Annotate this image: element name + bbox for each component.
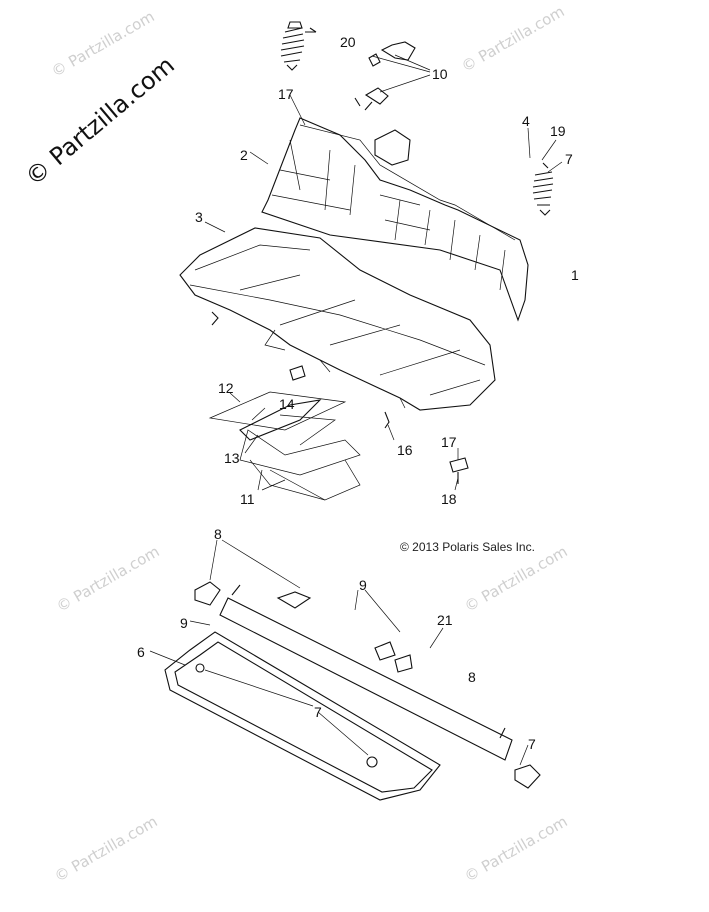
callout-1: 1 (571, 267, 579, 283)
callout-19: 19 (550, 123, 566, 139)
callout-15: 17 (278, 86, 294, 102)
callout-4: 4 (522, 113, 530, 129)
callout-17: 17 (441, 434, 457, 450)
callout-20: 20 (340, 34, 356, 50)
callout-21: 21 (437, 612, 453, 628)
leader-lines (149, 54, 563, 766)
copyright-text: © 2013 Polaris Sales Inc. (400, 540, 535, 554)
small-parts (211, 311, 469, 484)
seat-back (261, 117, 529, 322)
seat-bottom (179, 227, 496, 411)
storage-mats (208, 365, 361, 501)
callout-16: 16 (397, 442, 413, 458)
callout-7-top: 7 (565, 151, 573, 167)
callout-12: 12 (218, 380, 234, 396)
callout-3: 3 (195, 209, 203, 225)
callout-6: 7 (314, 704, 322, 720)
seat-frame (164, 581, 541, 801)
callout-14: 14 (279, 396, 295, 412)
latch-parts (354, 41, 416, 166)
callout-13: 13 (224, 450, 240, 466)
callout-18: 18 (441, 491, 457, 507)
callout-9-mid: 9 (359, 577, 367, 593)
callout-11: 11 (240, 491, 255, 507)
spring-top-left (280, 21, 317, 71)
callout-5: 6 (137, 644, 145, 660)
callout-10: 10 (432, 66, 448, 82)
callout-9-left: 9 (180, 615, 188, 631)
callout-8-right: 8 (468, 669, 476, 685)
spring-right (532, 162, 554, 216)
callout-7-bottom: 7 (528, 736, 536, 752)
callout-2: 2 (240, 147, 248, 163)
callout-8-top: 8 (214, 526, 222, 542)
